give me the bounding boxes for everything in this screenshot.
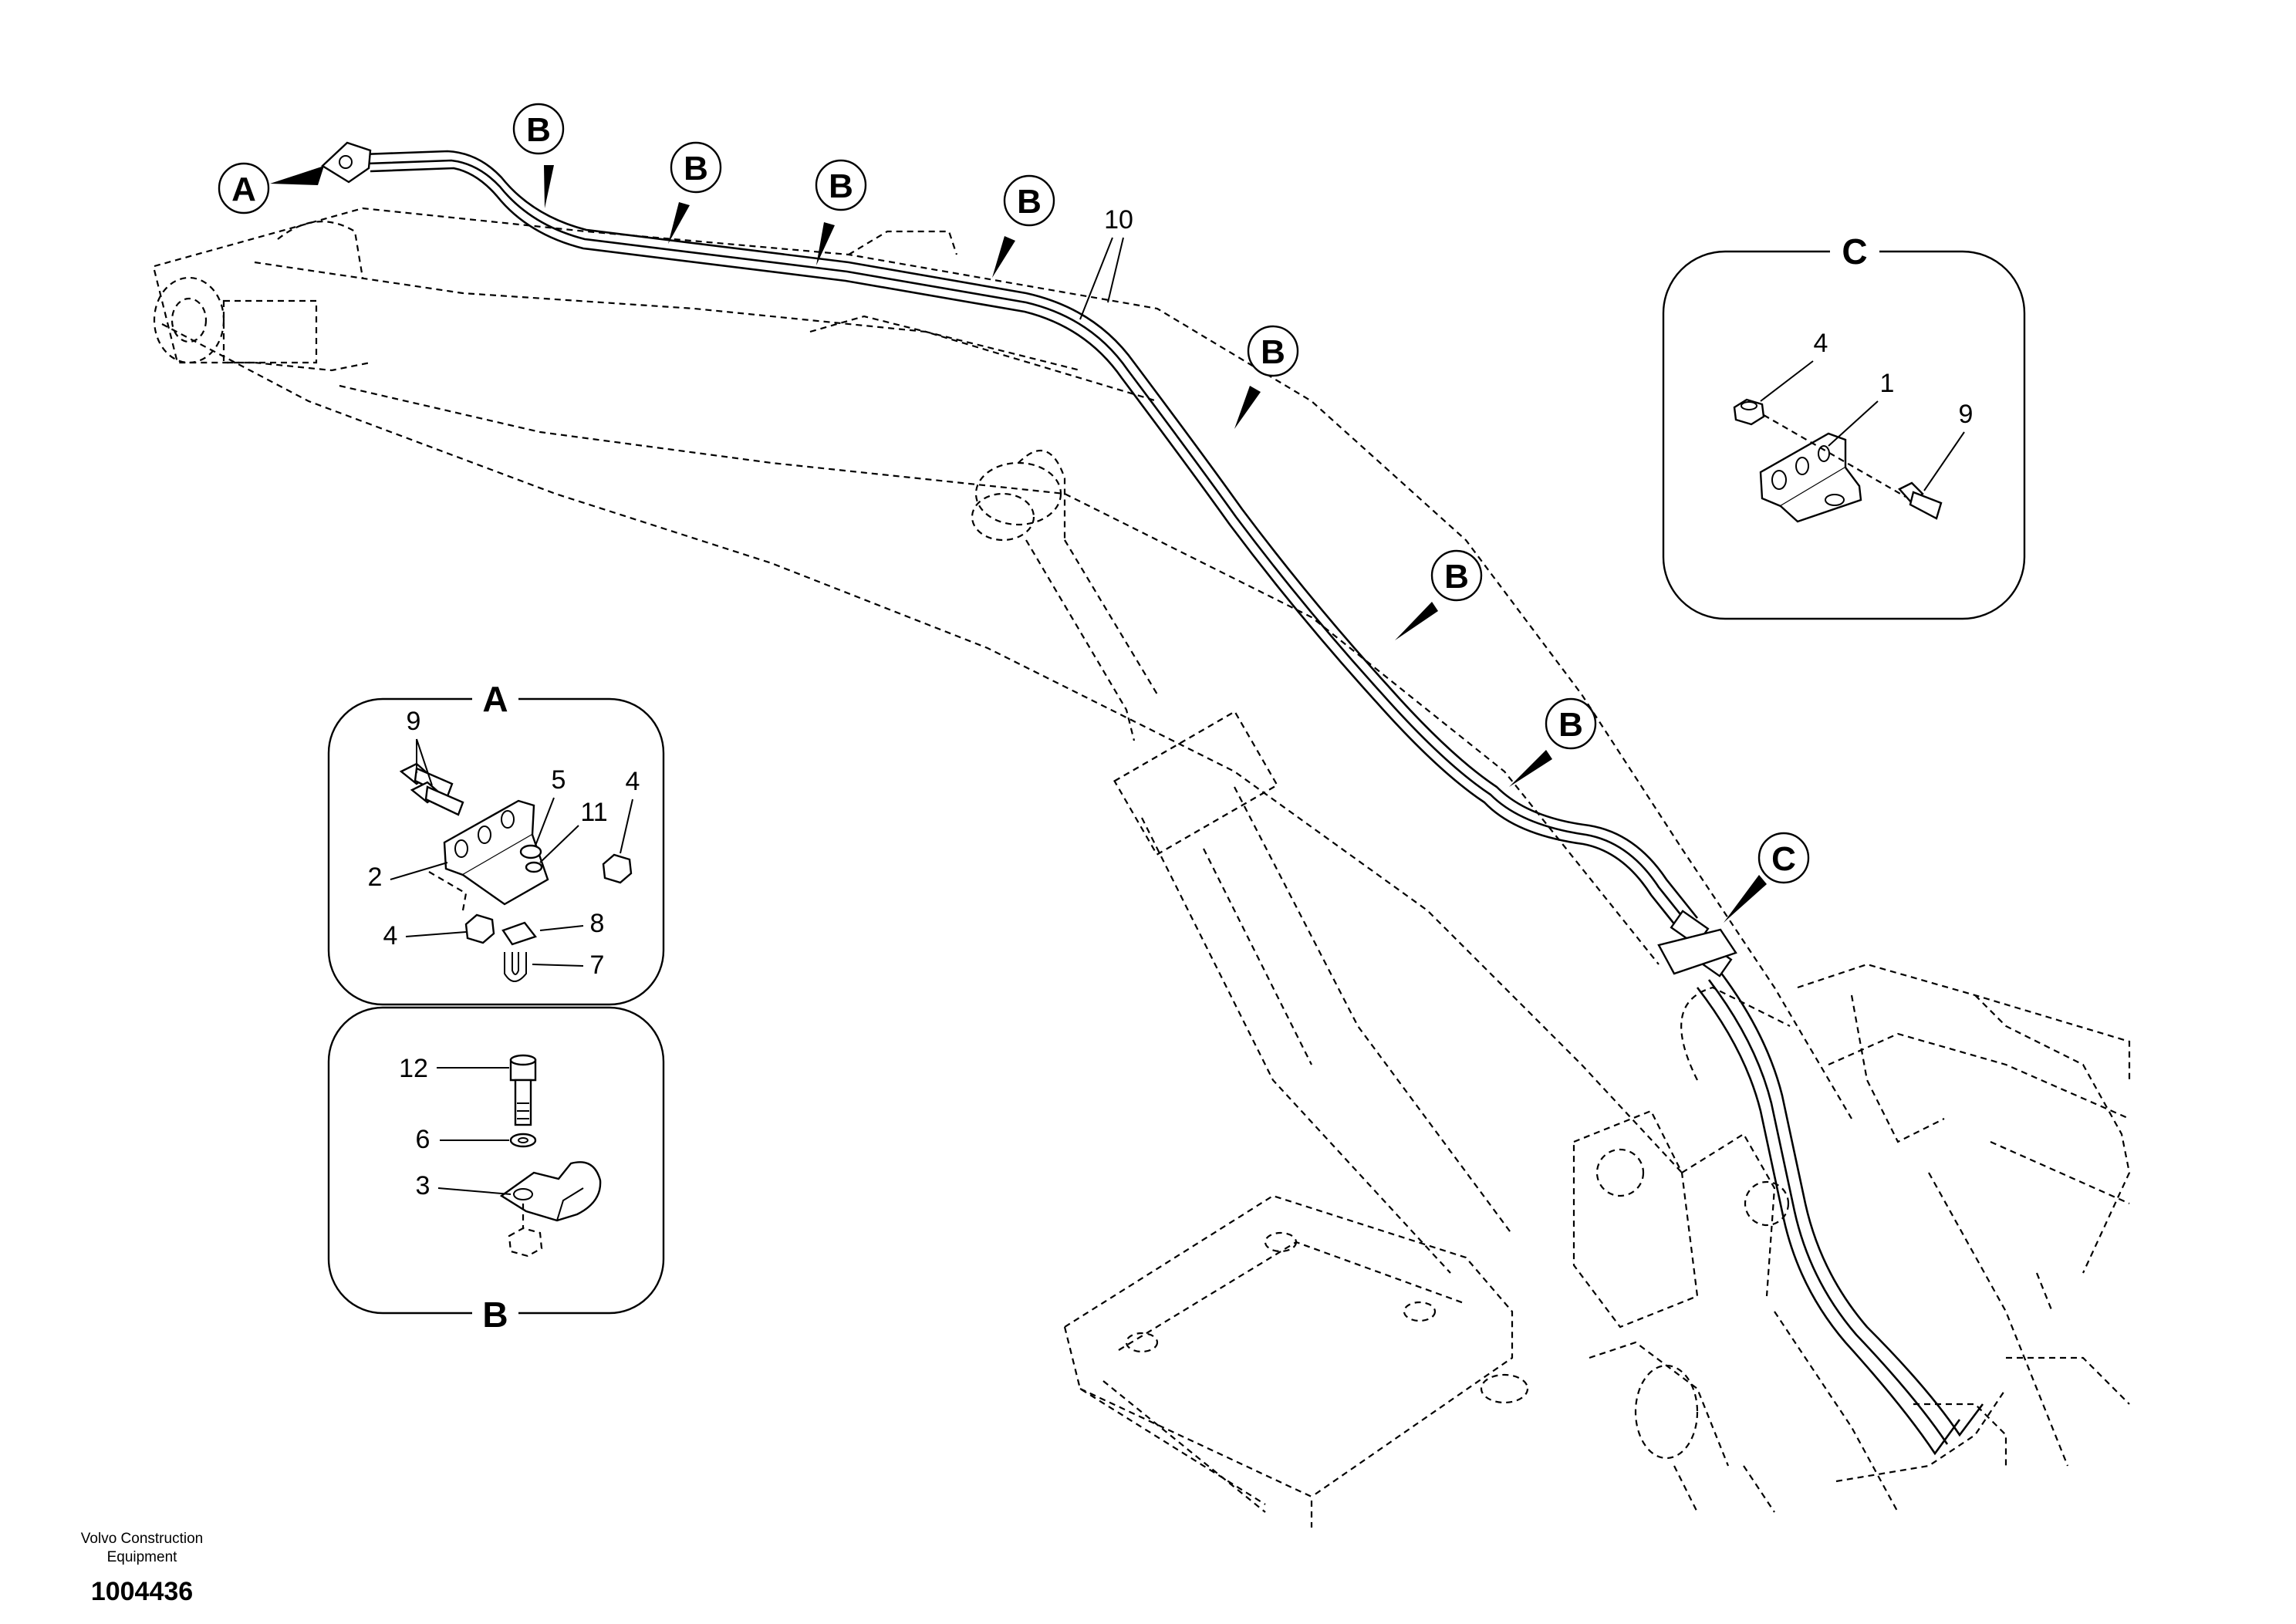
svg-text:C: C [1771,840,1796,878]
svg-text:9: 9 [407,707,421,736]
svg-text:9: 9 [1959,400,1974,429]
callout-b-7: B [1509,697,1597,787]
company-name-line2: Equipment [107,1549,178,1565]
svg-text:1: 1 [1880,369,1895,398]
clamp-icon [499,1161,602,1222]
washer-6-icon [509,1133,537,1148]
detail-b-panel: B 12 6 3 [327,1006,665,1335]
callout-b-2: B [668,141,722,244]
svg-text:8: 8 [590,909,605,938]
svg-text:4: 4 [1814,329,1828,358]
plate-icon [501,921,537,946]
nut-icon [1733,398,1765,426]
upper-frame [1063,963,2131,1528]
svg-text:4: 4 [383,921,398,950]
svg-text:7: 7 [590,950,605,980]
svg-text:10: 10 [1104,205,1133,235]
company-name-line1: Volvo Construction [81,1531,203,1547]
bolts-icon [399,762,464,816]
svg-text:3: 3 [416,1171,430,1200]
callout-b-6: B [1395,549,1483,640]
detail-b-title: B [482,1295,508,1335]
u-bolt-icon [504,952,527,982]
nut-right-icon [602,853,633,884]
svg-text:B: B [829,167,853,205]
detail-c-title: C [1842,231,1867,272]
callout-b-5: B [1234,325,1299,429]
nut-left-icon [464,913,495,944]
svg-text:6: 6 [416,1125,430,1154]
detail-a-panel: A 9 2 5 11 [327,679,665,1006]
hose-number-label: 10 [1079,205,1133,320]
callout-a-main: A [218,162,324,214]
bolt-icon [1898,481,1943,520]
drawing-id: 1004436 [91,1577,193,1606]
footer: Volvo Construction Equipment 1004436 [81,1531,203,1606]
svg-text:B: B [526,111,551,149]
callout-b-1: B [512,103,565,208]
callout-b-3: B [815,159,867,265]
detail-a-title: A [482,679,508,719]
svg-text:B: B [1444,558,1469,596]
svg-text:B: B [1017,183,1042,221]
svg-text:11: 11 [580,798,607,827]
svg-text:5: 5 [552,765,566,795]
washer-icon [519,844,543,873]
callout-a-main-label: A [231,171,256,208]
boom-cylinder [971,450,1513,1274]
bolt-12-icon [509,1054,537,1126]
hose-assembly [321,141,1984,1456]
svg-text:12: 12 [399,1054,428,1083]
callout-b-4: B [992,174,1055,278]
svg-text:B: B [1558,706,1583,744]
bracket-icon [1759,432,1862,523]
svg-text:B: B [1261,333,1285,371]
detail-c-panel: C 4 1 9 [1662,231,2026,620]
svg-text:B: B [684,150,708,187]
svg-text:2: 2 [368,863,383,892]
callout-c-main: C [1724,832,1810,923]
svg-text:4: 4 [626,767,640,796]
boom-outline [153,207,1852,1173]
